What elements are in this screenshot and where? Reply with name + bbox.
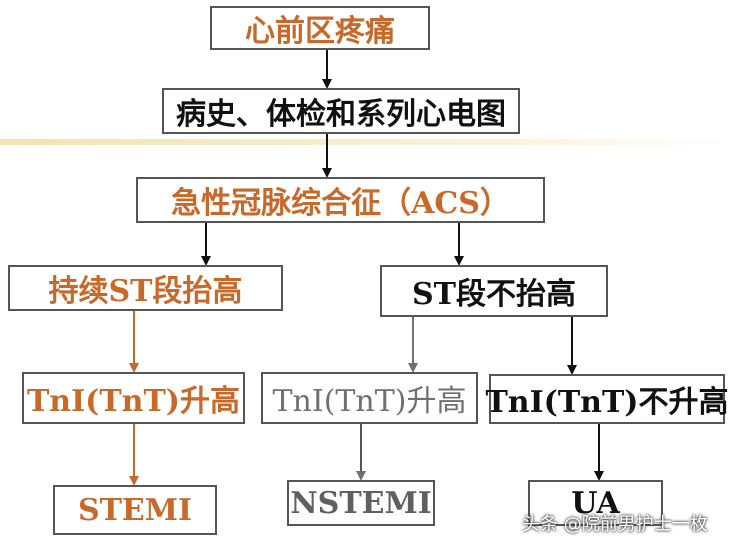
node-st-elevation: 持续ST段抬高 [8,265,283,311]
node-chest-pain: 心前区疼痛 [210,6,430,50]
node-history-ecg: 病史、体检和系列心电图 [162,88,520,134]
node-ua: UA [528,480,663,526]
node-stemi: STEMI [53,485,217,535]
node-no-st-elevation: ST段不抬高 [380,265,608,317]
node-acs: 急性冠脉综合征（ACS） [136,177,545,223]
watermark-text: 头条 @院前男护士一枚 [522,514,708,535]
node-tni-rise-mid: TnI(TnT)升高 [261,372,478,424]
decorative-divider [0,139,734,145]
node-nstemi: NSTEMI [287,480,435,526]
node-tni-no-rise: TnI(TnT)不升高 [485,374,729,424]
node-tni-rise-left: TnI(TnT)升高 [22,372,245,424]
